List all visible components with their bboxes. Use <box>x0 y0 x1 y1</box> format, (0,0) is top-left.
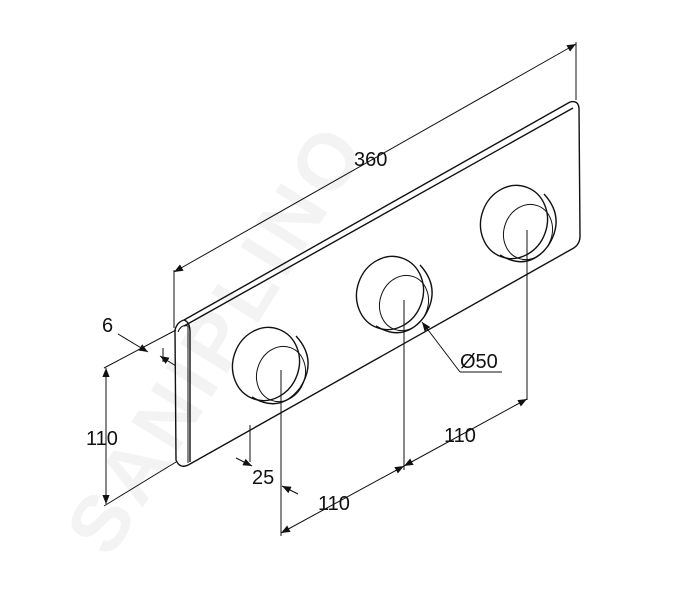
dim-line-spacing-right <box>403 398 528 467</box>
label-knob-diameter: Ø50 <box>460 351 498 373</box>
label-thickness: 6 <box>102 315 113 337</box>
dim-line-360 <box>173 43 577 273</box>
dim-line-spacing-left <box>280 465 405 534</box>
label-height: 110 <box>86 428 118 450</box>
label-total-width: 360 <box>354 149 387 171</box>
label-spacing-left: 110 <box>318 493 350 515</box>
plate-left-face <box>177 325 189 463</box>
knob-2 <box>355 255 433 334</box>
label-knob-depth: 25 <box>252 467 274 489</box>
label-spacing-right: 110 <box>444 425 476 447</box>
knob-1 <box>231 326 309 405</box>
knob-3 <box>479 184 557 263</box>
plate-outline <box>174 100 581 467</box>
dim-leader-diameter <box>421 321 461 373</box>
